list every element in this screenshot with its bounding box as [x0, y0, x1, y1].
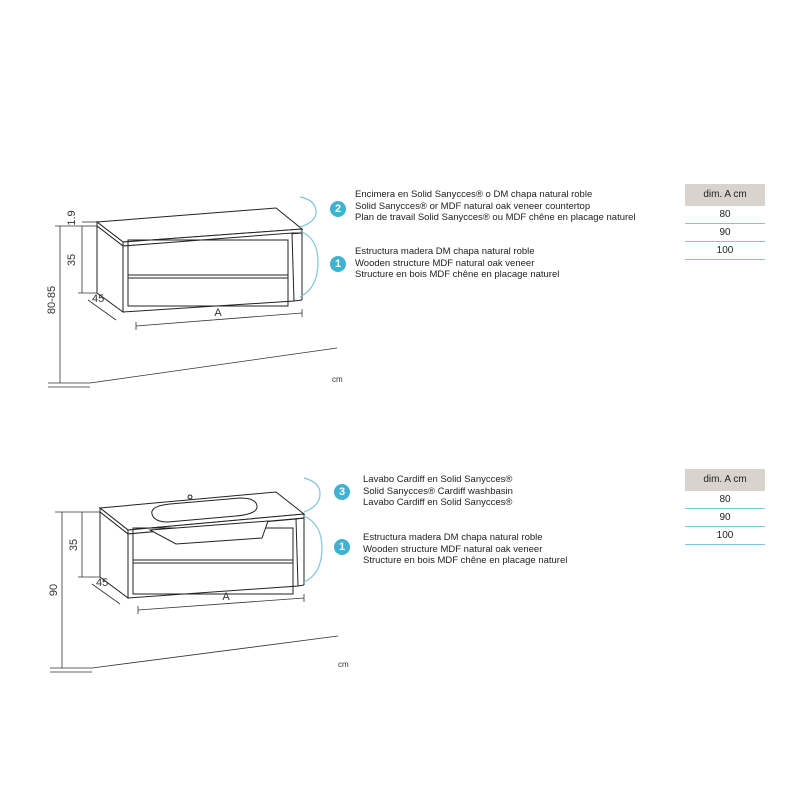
- d1-dim-table-row: 100: [685, 242, 765, 260]
- d2-faucet-hole: [187, 494, 193, 500]
- d2-dim-table-row: 90: [685, 509, 765, 527]
- d1-cabinet-inner: [127, 239, 289, 307]
- d1-dim-table-row: 80: [685, 206, 765, 224]
- diagram2-dimension-lines: [50, 511, 339, 673]
- d1-cabinet-front: [122, 232, 295, 313]
- d1-legend-1: Estructura madera DM chapa natural roble…: [355, 246, 559, 281]
- diagram1-dimension-lines: [48, 221, 338, 388]
- d2-dim-width: A: [222, 591, 230, 603]
- diagram1-cabinet: [95, 207, 304, 313]
- d2-brace-1: [303, 515, 323, 583]
- d1-unit-label: cm: [332, 375, 343, 384]
- d1-dim-depth: 45: [92, 293, 104, 305]
- d1-dim-top-thickness: 1.9: [66, 210, 78, 225]
- d1-badge-1: 1: [330, 256, 346, 272]
- d1-badge-2: 2: [330, 201, 346, 217]
- d2-drawer-front: [148, 520, 269, 545]
- d2-dim-table-row: 80: [685, 491, 765, 509]
- diagram2-cabinet: [98, 491, 306, 599]
- d1-dim-table-header: dim. A cm: [685, 184, 765, 206]
- d1-legend-2-line-fr: Plan de travail Solid Sanycces® ou MDF c…: [355, 212, 636, 223]
- d2-legend-1-line-es: Estructura madera DM chapa natural roble: [363, 532, 543, 543]
- d1-dim-total-height: 80-85: [46, 286, 58, 314]
- d2-legend-3-line-es: Lavabo Cardiff en Solid Sanycces®: [363, 474, 513, 485]
- d2-legend-3-line-fr: Lavabo Cardiff en Solid Sanycces®: [363, 497, 513, 508]
- d2-basin-bowl: [151, 497, 258, 523]
- d1-legend-1-line-fr: Structure en bois MDF chêne en placage n…: [355, 269, 560, 280]
- d2-badge-3: 3: [334, 484, 350, 500]
- d2-brace-3: [303, 477, 321, 513]
- d2-legend-1: Estructura madera DM chapa natural roble…: [363, 532, 567, 567]
- d2-legend-3-line-en: Solid Sanycces® Cardiff washbasin: [363, 485, 513, 497]
- d2-dim-shelf-height: 35: [68, 539, 80, 551]
- d1-dim-table-row: 90: [685, 224, 765, 242]
- d1-legend-2-line-en: Solid Sanycces® or MDF natural oak venee…: [355, 200, 591, 212]
- d1-brace-2: [299, 196, 317, 228]
- d1-legend-2-line-es: Encimera en Solid Sanycces® o DM chapa n…: [355, 189, 593, 200]
- d2-dim-depth: 45: [96, 577, 108, 589]
- d2-dim-total-height: 90: [48, 584, 60, 596]
- d2-legend-1-line-fr: Structure en bois MDF chêne en placage n…: [363, 555, 568, 566]
- d2-dim-table: dim. A cm 80 90 100: [685, 469, 765, 545]
- d1-brace-1: [299, 230, 319, 298]
- d1-legend-1-line-en: Wooden structure MDF natural oak veneer: [355, 257, 535, 269]
- d2-legend-1-line-en: Wooden structure MDF natural oak veneer: [363, 543, 543, 555]
- d1-dim-table: dim. A cm 80 90 100: [685, 184, 765, 260]
- d1-dim-width: A: [214, 307, 222, 319]
- d2-unit-label: cm: [338, 660, 349, 669]
- d2-badge-1: 1: [334, 539, 350, 555]
- d2-legend-3: Lavabo Cardiff en Solid Sanycces® Solid …: [363, 474, 513, 509]
- d1-legend-2: Encimera en Solid Sanycces® o DM chapa n…: [355, 189, 636, 224]
- d1-legend-1-line-es: Estructura madera DM chapa natural roble: [355, 246, 535, 257]
- d2-dim-table-header: dim. A cm: [685, 469, 765, 491]
- d2-dim-table-row: 100: [685, 527, 765, 545]
- d1-dim-shelf-height: 35: [66, 254, 78, 266]
